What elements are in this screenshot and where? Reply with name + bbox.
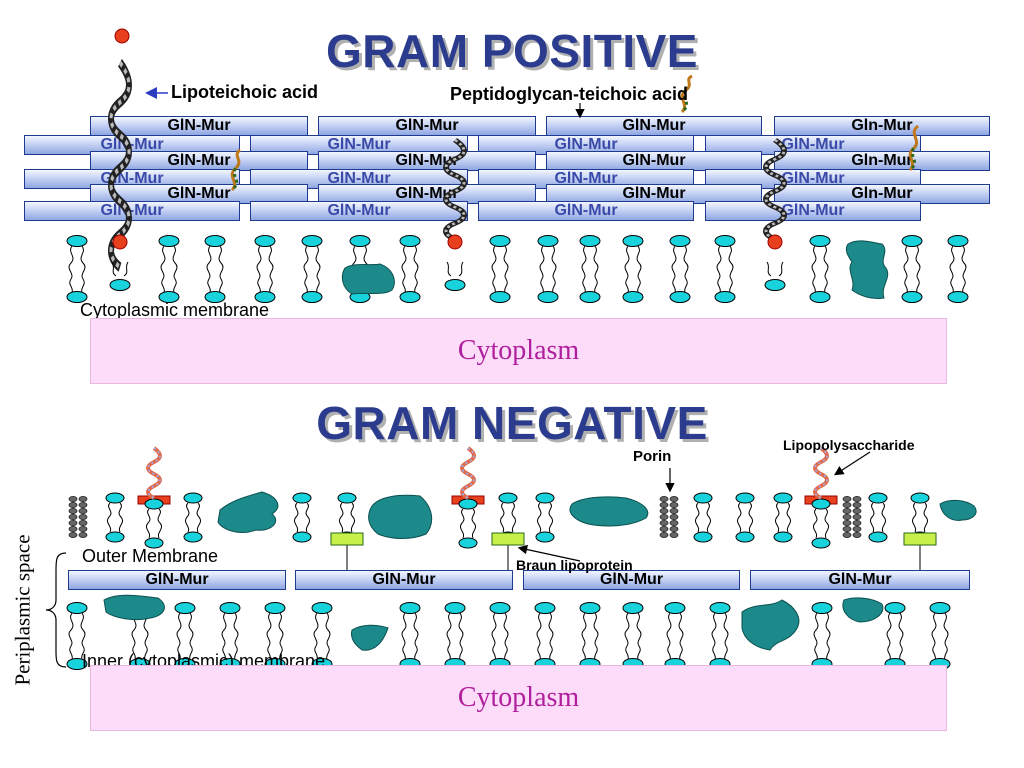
periplasmic-space-label: Periplasmic space xyxy=(10,534,35,686)
peptidoglycan-strand: Gln-Mur xyxy=(774,184,990,204)
lipoteichoic-anchor-3 xyxy=(767,234,783,250)
porin-label: Porin xyxy=(633,448,672,465)
lipoteichoic-anchor-2 xyxy=(447,234,463,250)
peptidoglycan-strand: GlN-Mur xyxy=(318,184,536,204)
cytoplasmic-membrane-label: Cytoplasmic membrane xyxy=(80,300,270,320)
peptidoglycan-strand: GlN-Mur xyxy=(250,201,468,221)
peptidoglycan-strand: Gln-Mur xyxy=(774,116,990,136)
peptidoglycan-strand: GlN-Mur xyxy=(250,135,468,155)
lipopolysaccharide-chains xyxy=(146,446,829,500)
lipoteichoic-label: Lipoteichoic acid xyxy=(171,82,319,102)
gram-positive-membrane xyxy=(66,235,969,303)
outer-membrane-proteins xyxy=(217,491,977,539)
lipoteichoic-head xyxy=(114,28,130,44)
outer-membrane-label: Outer Membrane xyxy=(82,546,219,566)
cytoplasm-label: Cytoplasm xyxy=(457,682,580,713)
peptidoglycan-teichoic-label: Peptidoglycan-teichoic acid xyxy=(450,84,689,104)
gram-negative-title: GRAM NEGATIVE xyxy=(316,397,708,449)
gram-positive-title: GRAM POSITIVE xyxy=(326,25,698,77)
lipoteichoic-acid-3 xyxy=(766,140,784,239)
peptidoglycan-strand: GlN-Mur xyxy=(546,184,762,204)
peptidoglycan-strand: GlN-Mur xyxy=(24,201,240,221)
membrane-protein xyxy=(845,240,889,299)
peptidoglycan-strand: GlN-Mur xyxy=(523,570,740,590)
peptidoglycan-strand: GlN-Mur xyxy=(750,570,970,590)
periplasmic-brace xyxy=(45,552,67,668)
membrane-protein xyxy=(341,263,395,295)
peptidoglycan-strand: GlN-Mur xyxy=(68,570,286,590)
braun-lipoprotein-label: Braun lipoprotein xyxy=(516,557,633,573)
cytoplasm-label: Cytoplasm xyxy=(457,335,580,366)
peptidoglycan-strand: GlN-Mur xyxy=(705,201,921,221)
lipoteichoic-acid-2 xyxy=(446,140,464,239)
lipoteichoic-anchor xyxy=(112,234,128,250)
periplasmic-space: Periplasmic space xyxy=(3,520,43,700)
gram-negative-cytoplasm: Cytoplasm xyxy=(90,665,947,731)
wall-teichoic-acid xyxy=(230,74,920,192)
peptidoglycan-strand: GlN-Mur xyxy=(295,570,513,590)
lipopolysaccharide-label: Lipopolysaccharide xyxy=(783,437,915,453)
inner-membrane-proteins xyxy=(103,594,884,651)
peptidoglycan-strand: GlN-Mur xyxy=(546,151,762,171)
peptidoglycan-strand: GlN-Mur xyxy=(478,201,694,221)
braun-lipoproteins xyxy=(330,532,937,570)
gram-positive-cytoplasm: Cytoplasm xyxy=(90,318,947,384)
